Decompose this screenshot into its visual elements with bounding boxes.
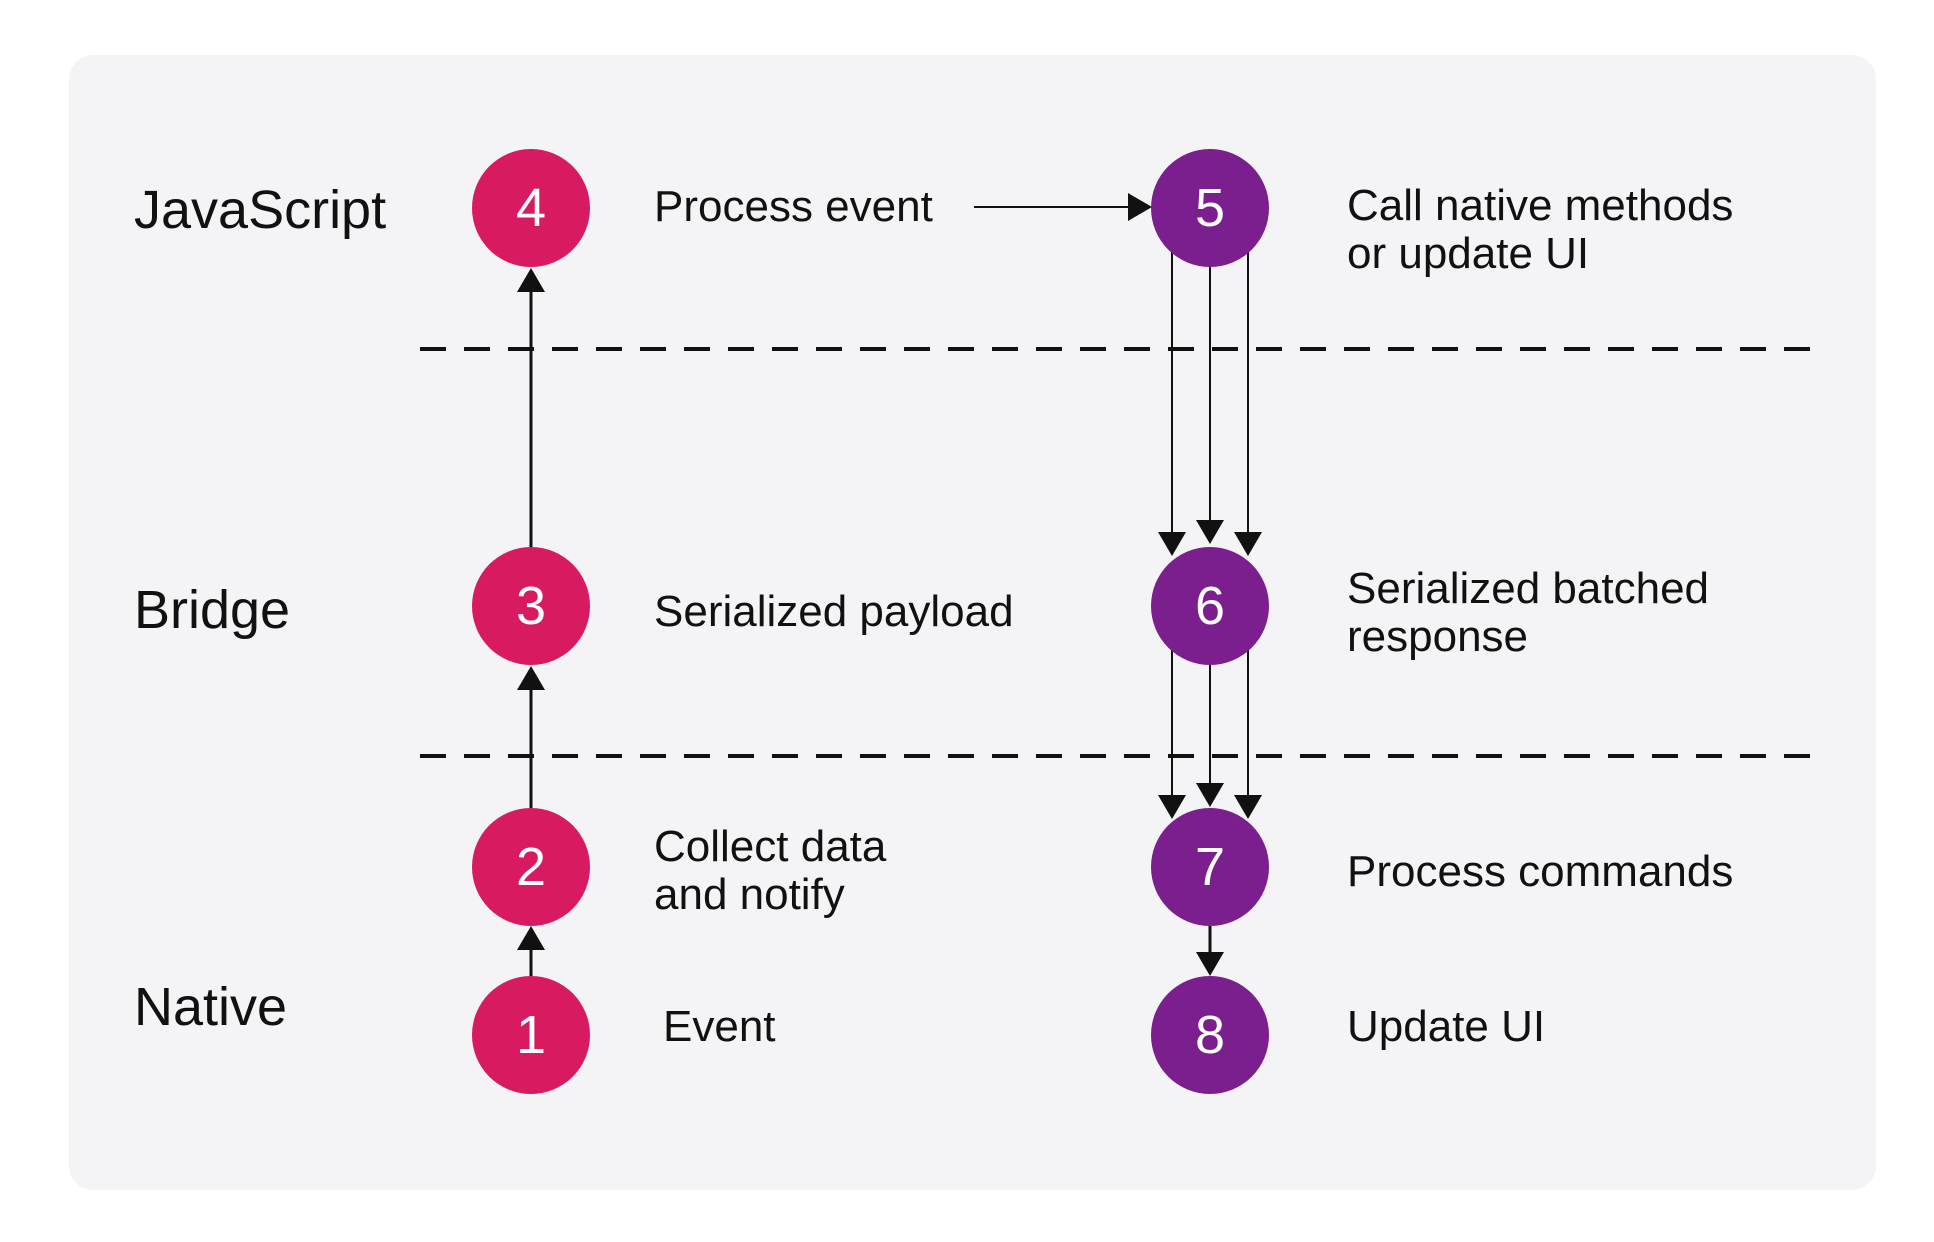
step-node-2: 2: [472, 808, 590, 926]
step-node-8: 8: [1151, 976, 1269, 1094]
arrowhead-5-to-6-a: [1158, 532, 1186, 556]
step-label-3: Serialized payload: [654, 587, 1014, 636]
step-node-4: 4: [472, 149, 590, 267]
arrowhead-6-to-7-c: [1234, 795, 1262, 819]
step-node-7: 7: [1151, 808, 1269, 926]
arrowhead-4-to-5: [1128, 193, 1152, 221]
step-label-5: Call native methods or update UI: [1347, 181, 1734, 278]
arrowhead-7-to-8: [1196, 952, 1224, 976]
step-label-2: Collect data and notify: [654, 822, 887, 919]
arrowhead-2-to-3: [517, 666, 545, 690]
step-node-6: 6: [1151, 547, 1269, 665]
arrowhead-5-to-6-b: [1196, 520, 1224, 544]
layer-label-native: Native: [134, 977, 288, 1037]
diagram-panel: [69, 55, 1876, 1190]
arrowhead-3-to-4: [517, 268, 545, 292]
step-label-4: Process event: [654, 182, 933, 231]
step-node-3: 3: [472, 547, 590, 665]
arrowhead-6-to-7-b: [1196, 783, 1224, 807]
layer-label-javascript: JavaScript: [134, 180, 387, 240]
arrowhead-1-to-2: [517, 926, 545, 950]
arrowhead-5-to-6-c: [1234, 532, 1262, 556]
step-label-8: Update UI: [1347, 1002, 1546, 1051]
step-label-6: Serialized batched response: [1347, 564, 1710, 661]
step-label-7: Process commands: [1347, 847, 1734, 896]
layer-label-bridge: Bridge: [134, 580, 291, 640]
step-label-1: Event: [663, 1002, 776, 1051]
step-node-1: 1: [472, 976, 590, 1094]
arrowhead-6-to-7-a: [1158, 795, 1186, 819]
step-node-5: 5: [1151, 149, 1269, 267]
